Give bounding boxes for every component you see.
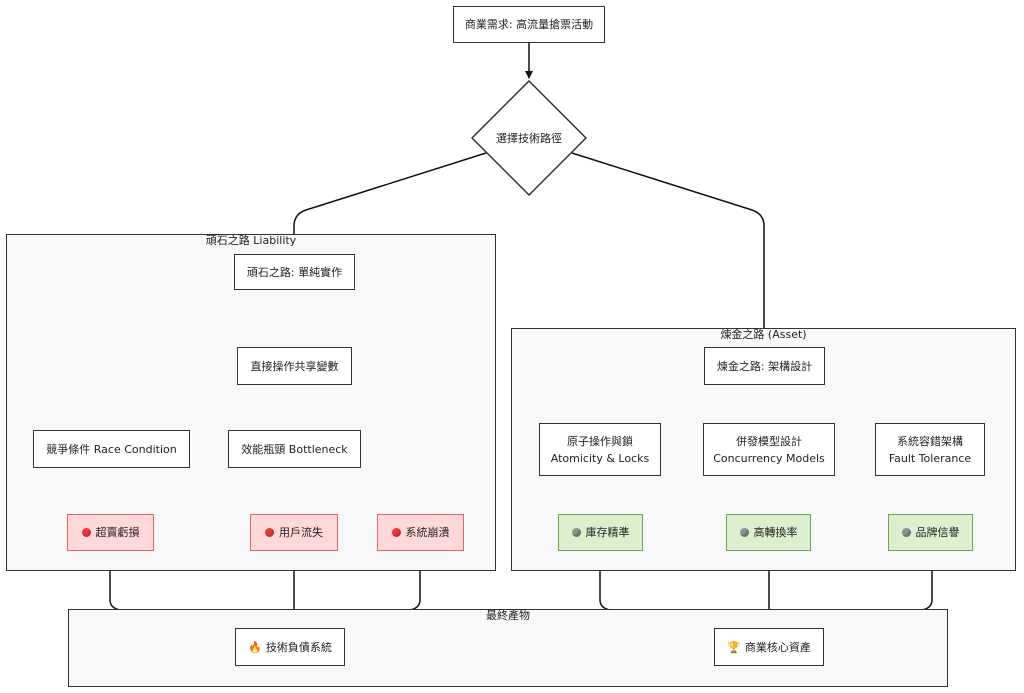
node-label: 商業核心資產 (744, 640, 811, 654)
node-label: 超賣虧損 (95, 526, 140, 539)
node-content: 品牌信譽 (901, 524, 960, 541)
fire-icon: 🔥 (248, 640, 262, 654)
red-circle-icon (81, 528, 91, 537)
node-label-line2: Concurrency Models (713, 451, 825, 465)
node-race-condition[interactable]: 競爭條件 Race Condition (33, 430, 190, 468)
node-label: 系統崩潰 (405, 526, 450, 539)
edge-decision-naive (290, 152, 487, 260)
node-decision[interactable]: 選擇技術路徑 (471, 80, 587, 196)
grey-circle-icon (571, 528, 581, 537)
node-content: 高轉換率 (739, 524, 798, 541)
grey-circle-icon (901, 528, 911, 537)
node-system-crash[interactable]: 系統崩潰 (377, 514, 464, 551)
cluster-liability-title: 頑石之路 Liability (205, 234, 297, 247)
node-bottleneck[interactable]: 效能瓶頸 Bottleneck (228, 430, 361, 468)
node-content: 超賣虧損 (81, 524, 140, 541)
node-user-churn[interactable]: 用戶流失 (250, 514, 338, 551)
node-label: 煉金之路: 架構設計 (716, 359, 813, 373)
node-label: 選擇技術路徑 (496, 132, 562, 145)
red-circle-icon (265, 528, 274, 537)
node-label: 高轉換率 (753, 526, 798, 539)
node-label: 用戶流失 (279, 526, 323, 539)
node-business-requirement[interactable]: 商業需求: 高流量搶票活動 (453, 6, 605, 43)
node-brand-reputation[interactable]: 品牌信譽 (888, 514, 973, 551)
node-label: 技術負債系統 (265, 640, 332, 654)
node-label: 競爭條件 Race Condition (46, 442, 177, 456)
node-label-line1: 原子操作與鎖 (567, 434, 633, 448)
node-content: 🔥技術負債系統 (248, 639, 332, 656)
node-label-line1: 系統容錯架構 (897, 434, 963, 448)
node-label-line1: 併發模型設計 (736, 434, 802, 448)
node-naive-implementation[interactable]: 頑石之路: 單純實作 (234, 254, 355, 290)
trophy-icon: 🏆 (727, 640, 741, 654)
node-content: 用戶流失 (265, 524, 323, 541)
node-concurrency-models[interactable]: 併發模型設計 Concurrency Models (703, 423, 835, 476)
node-label: 商業需求: 高流量搶票活動 (464, 18, 594, 31)
node-content: 庫存精準 (571, 524, 630, 541)
node-label: 直接操作共享變數 (250, 359, 339, 373)
node-label-line2: Fault Tolerance (888, 451, 972, 465)
node-label: 頑石之路: 單純實作 (246, 265, 343, 279)
node-oversell-loss[interactable]: 超賣虧損 (67, 514, 154, 551)
node-label: 庫存精準 (585, 526, 630, 539)
cluster-asset-title: 煉金之路 (Asset) (720, 328, 807, 341)
node-core-business-asset[interactable]: 🏆商業核心資產 (714, 628, 824, 666)
node-atomicity-locks[interactable]: 原子操作與鎖 Atomicity & Locks (539, 423, 661, 476)
node-shared-variable[interactable]: 直接操作共享變數 (237, 347, 352, 385)
node-label: 品牌信譽 (915, 526, 960, 539)
red-circle-icon (391, 528, 401, 537)
node-architecture-design[interactable]: 煉金之路: 架構設計 (704, 347, 825, 385)
node-label: 效能瓶頸 Bottleneck (241, 442, 348, 456)
node-conversion-rate[interactable]: 高轉換率 (726, 514, 811, 551)
node-tech-debt-system[interactable]: 🔥技術負債系統 (235, 628, 345, 666)
diamond-shape (471, 80, 587, 196)
edge-decision-arch (571, 152, 768, 346)
node-content: 🏆商業核心資產 (727, 639, 811, 656)
cluster-final-title: 最終產物 (486, 609, 530, 622)
grey-circle-icon (739, 528, 749, 537)
node-content: 系統崩潰 (391, 524, 450, 541)
node-fault-tolerance[interactable]: 系統容錯架構 Fault Tolerance (875, 423, 985, 476)
node-label-line2: Atomicity & Locks (550, 451, 650, 465)
node-inventory-accuracy[interactable]: 庫存精準 (558, 514, 643, 551)
